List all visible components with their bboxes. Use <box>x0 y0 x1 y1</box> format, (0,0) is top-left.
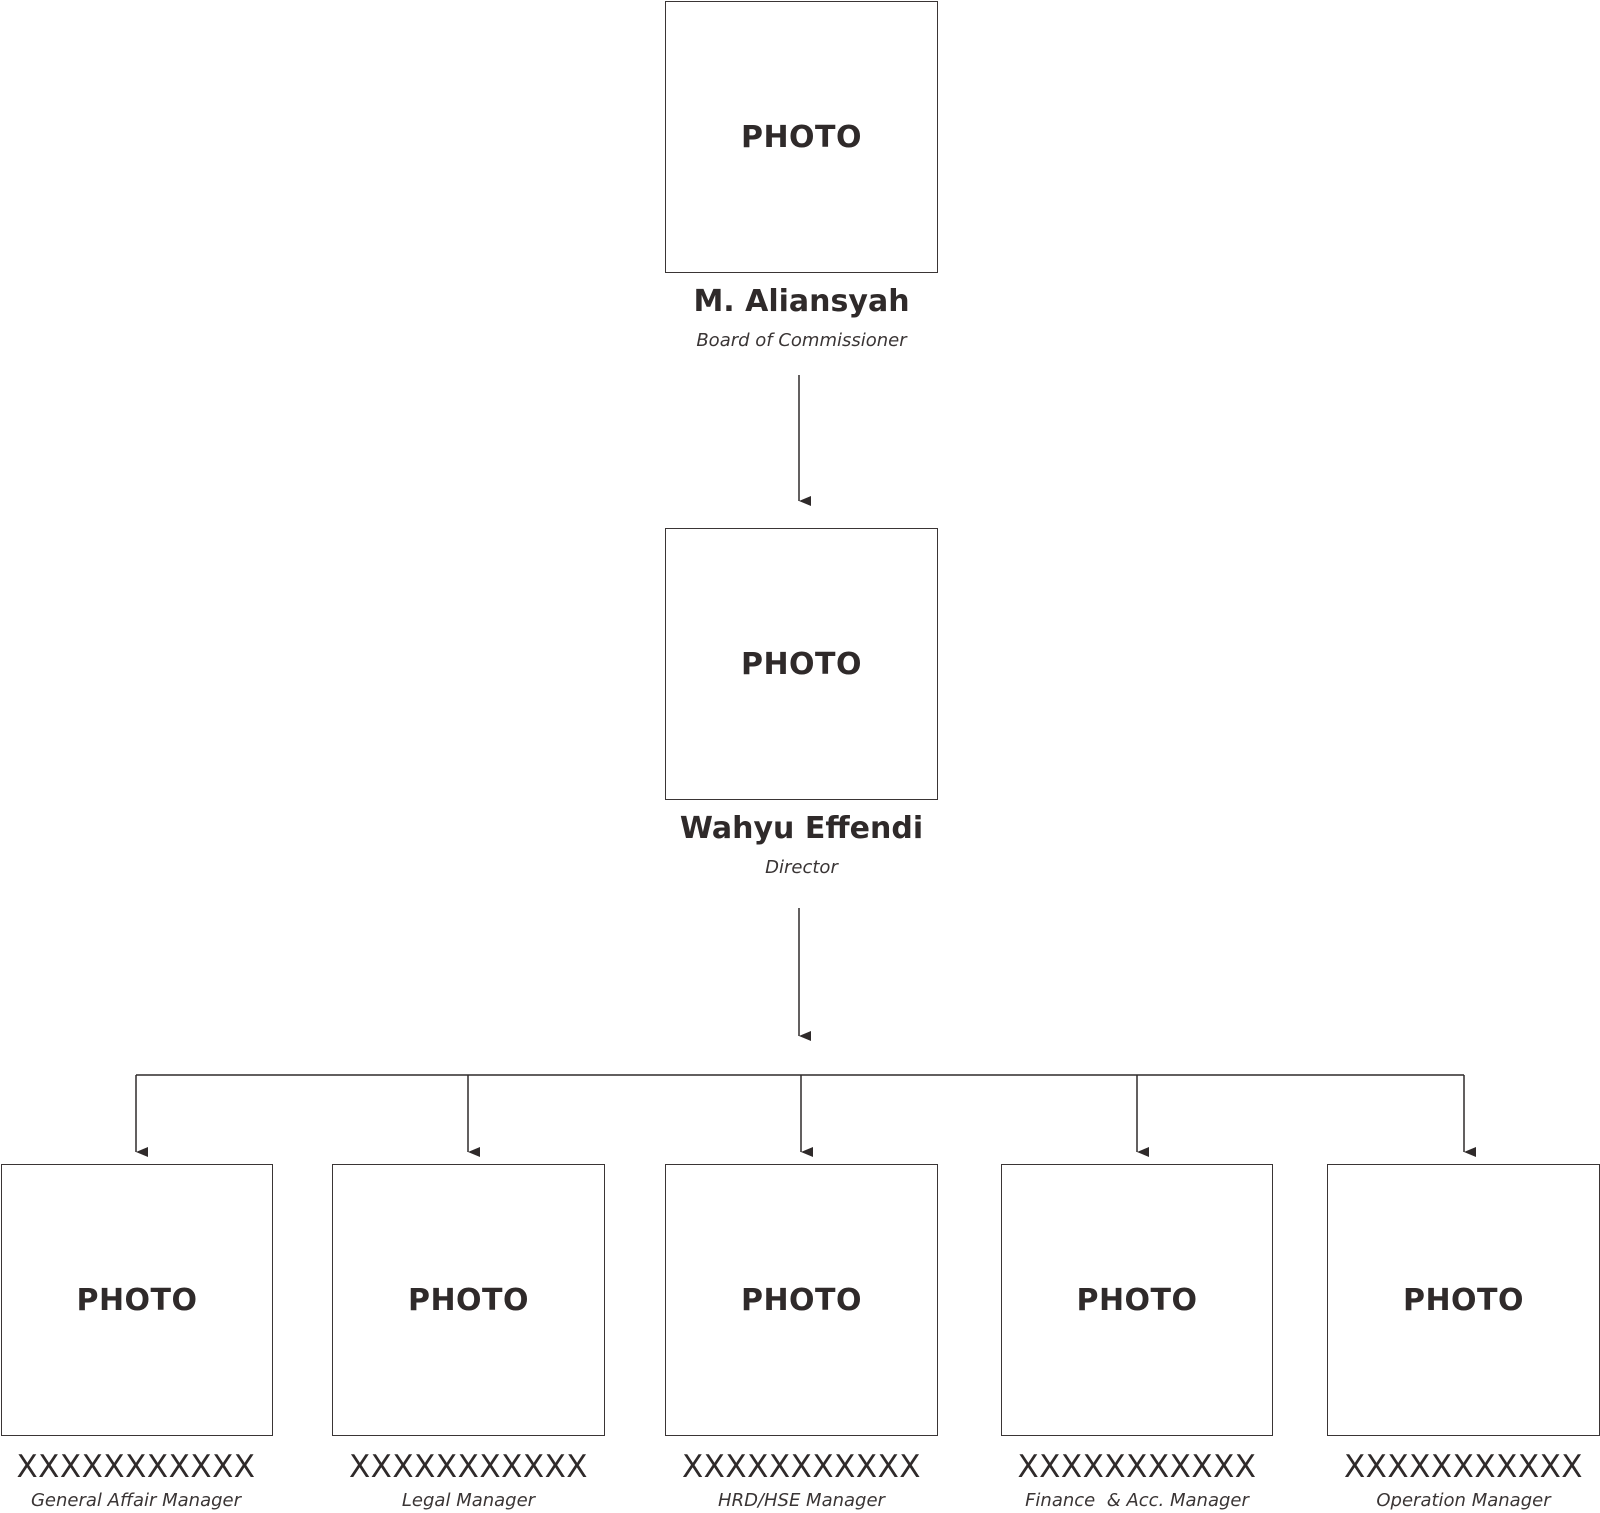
manager-name: XXXXXXXXXXX <box>681 1449 922 1485</box>
director-role: Director <box>765 857 838 878</box>
manager-photo-box: PHOTO <box>1001 1164 1273 1436</box>
manager-name: XXXXXXXXXXX <box>1017 1449 1257 1485</box>
manager-role: Finance & Acc. Manager <box>1025 1490 1249 1511</box>
photo-placeholder-label: PHOTO <box>76 1282 198 1318</box>
manager-role: Legal Manager <box>401 1490 536 1511</box>
director-name: Wahyu Effendi <box>679 811 924 846</box>
manager-photo-box: PHOTO <box>1327 1164 1600 1436</box>
photo-placeholder-label: PHOTO <box>1402 1282 1525 1318</box>
manager-photo-box: PHOTO <box>665 1164 938 1436</box>
photo-placeholder-label: PHOTO <box>740 646 863 682</box>
director-photo-box: PHOTO <box>665 528 938 800</box>
manager-name: XXXXXXXXXXX <box>16 1449 256 1485</box>
photo-placeholder-label: PHOTO <box>740 1282 863 1318</box>
manager-photo-box: PHOTO <box>1 1164 273 1436</box>
commissioner-name: M. Aliansyah <box>693 284 910 319</box>
manager-name: XXXXXXXXXXX <box>348 1449 589 1485</box>
manager-role: General Affair Manager <box>30 1490 241 1511</box>
commissioner-photo-box: PHOTO <box>665 1 938 273</box>
photo-placeholder-label: PHOTO <box>740 119 863 155</box>
photo-placeholder-label: PHOTO <box>407 1282 530 1318</box>
manager-name: XXXXXXXXXXX <box>1343 1449 1584 1485</box>
photo-placeholder-label: PHOTO <box>1076 1282 1198 1318</box>
manager-role: HRD/HSE Manager <box>718 1490 885 1511</box>
commissioner-role: Board of Commissioner <box>696 330 907 351</box>
manager-role: Operation Manager <box>1376 1490 1551 1511</box>
manager-photo-box: PHOTO <box>332 1164 605 1436</box>
